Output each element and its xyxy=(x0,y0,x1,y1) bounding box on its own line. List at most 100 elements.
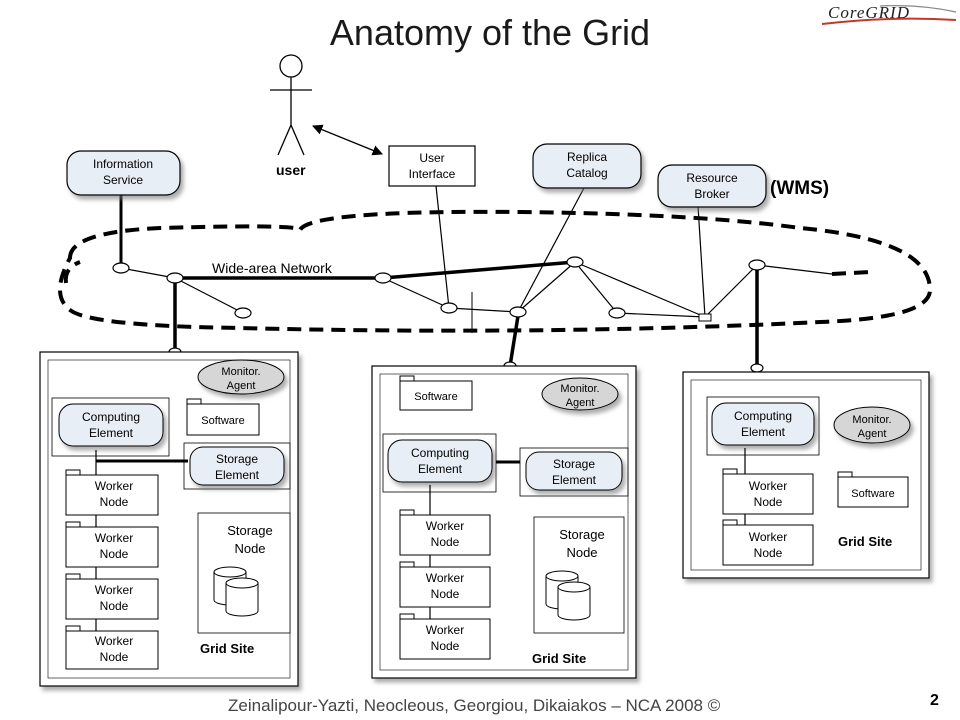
monitor-agent-1-line-2: Agent xyxy=(227,380,256,392)
storage-element-2-line-2: Element xyxy=(552,473,597,487)
computing-element-1-line-1: Computing xyxy=(82,410,140,424)
grid-site-1-label: Grid Site xyxy=(200,641,254,656)
user-arrow xyxy=(312,124,383,156)
worker-node-1-3-line-2: Node xyxy=(100,599,129,613)
computing-element-2-line-1: Computing xyxy=(411,446,469,460)
worker-node-1-2-line-2: Node xyxy=(100,547,129,561)
network-nodes xyxy=(112,256,766,373)
worker-node-2-2: Worker Node xyxy=(399,561,491,608)
network-node xyxy=(509,306,527,318)
user-label: user xyxy=(276,162,306,178)
network-node xyxy=(440,302,458,314)
worker-node-1-3: Worker Node xyxy=(65,573,159,620)
worker-node-3-1-line-2: Node xyxy=(754,495,783,509)
slide-footer: Zeinalipour-Yazti, Neocleous, Georgiou, … xyxy=(0,692,960,720)
grid-site-3-label: Grid Site xyxy=(838,534,892,549)
network-cloud xyxy=(58,209,933,333)
network-node xyxy=(234,307,252,319)
monitor-agent-3-line-1: Monitor. xyxy=(852,414,891,426)
slide-title: Anatomy of the Grid xyxy=(329,12,651,53)
wms-label: (WMS) xyxy=(770,178,829,199)
network-inner-dash-right xyxy=(831,270,871,276)
network-node-square xyxy=(698,313,712,322)
monitor-agent-2-line-2: Agent xyxy=(566,397,595,409)
worker-node-1-4-line-2: Node xyxy=(100,650,129,664)
user-figure xyxy=(270,54,312,156)
worker-node-2-1-line-2: Node xyxy=(431,535,460,549)
network-node xyxy=(566,256,584,268)
storage-element-1-line-2: Element xyxy=(215,468,260,482)
worker-node-1-4: Worker Node xyxy=(65,625,159,670)
storage-element-1-line-1: Storage xyxy=(216,452,258,466)
logo-text: CoreGRID xyxy=(828,3,910,22)
network-node xyxy=(374,272,392,284)
grid-site-3: Computing Element Monitor. Agent Softwar… xyxy=(682,371,930,579)
user-interface-line-2: Interface xyxy=(409,167,456,181)
information-service-line-1: Information xyxy=(93,157,153,171)
worker-node-3-2: Worker Node xyxy=(722,519,814,566)
resource-broker: Resource Broker xyxy=(657,164,767,208)
monitor-agent-1: Monitor. Agent xyxy=(197,359,285,395)
storage-node-1-line-2: Node xyxy=(234,541,265,556)
replica-catalog-line-1: Replica xyxy=(567,150,607,164)
worker-node-2-3: Worker Node xyxy=(399,613,491,660)
grid-site-2: Software Monitor. Agent Computing Elemen… xyxy=(371,365,637,679)
storage-node-2-line-1: Storage xyxy=(559,527,605,542)
network-links xyxy=(119,185,833,368)
software-3-label: Software xyxy=(851,488,894,500)
network-node xyxy=(608,307,626,319)
information-service-line-2: Service xyxy=(103,173,143,187)
network-node xyxy=(112,262,130,274)
worker-node-1-2-line-1: Worker xyxy=(95,531,133,545)
worker-node-1-1: Worker Node xyxy=(65,469,159,516)
worker-node-1-2: Worker Node xyxy=(65,521,159,568)
storage-element-1: Storage Element xyxy=(189,446,285,486)
network-node xyxy=(750,363,764,373)
resource-broker-line-2: Broker xyxy=(694,187,729,201)
worker-node-1-1-line-2: Node xyxy=(100,495,129,509)
replica-catalog-line-2: Catalog xyxy=(566,166,607,180)
worker-node-2-1-line-1: Worker xyxy=(426,519,464,533)
user-interface-line-1: User xyxy=(419,151,444,165)
resource-broker-line-1: Resource xyxy=(686,171,738,185)
computing-element-1: Computing Element xyxy=(58,403,164,447)
footer-authors: Zeinalipour-Yazti, Neocleous, Georgiou, … xyxy=(228,696,721,715)
disk-icon xyxy=(545,570,591,621)
worker-node-3-1: Worker Node xyxy=(722,468,814,515)
computing-element-1-line-2: Element xyxy=(89,426,134,440)
page-number: 2 xyxy=(930,692,939,709)
worker-node-3-2-line-1: Worker xyxy=(749,530,787,544)
software-1-label: Software xyxy=(201,415,244,427)
network-node xyxy=(748,259,766,271)
worker-node-3-2-line-2: Node xyxy=(754,546,783,560)
user-interface: User Interface xyxy=(388,145,476,187)
software-2-label: Software xyxy=(414,391,457,403)
storage-node-2: Storage Node xyxy=(533,516,625,634)
computing-element-3-line-2: Element xyxy=(741,425,786,439)
worker-node-2-3-line-2: Node xyxy=(431,639,460,653)
coregrid-logo: CoreGRID xyxy=(820,2,960,28)
computing-element-2: Computing Element xyxy=(387,439,493,483)
information-service: Information Service xyxy=(66,150,181,196)
storage-element-2: Storage Element xyxy=(525,451,623,491)
worker-node-2-1: Worker Node xyxy=(399,509,491,556)
network-node xyxy=(166,272,184,284)
worker-node-1-3-line-1: Worker xyxy=(95,583,133,597)
grid-site-2-label: Grid Site xyxy=(532,651,586,666)
software-2: Software xyxy=(399,375,473,411)
monitor-agent-1-line-1: Monitor. xyxy=(221,366,260,378)
software-3: Software xyxy=(837,471,909,508)
software-1: Software xyxy=(186,398,260,436)
storage-node-2-line-2: Node xyxy=(566,545,597,560)
computing-element-2-line-2: Element xyxy=(418,462,463,476)
worker-node-3-1-line-1: Worker xyxy=(749,479,787,493)
monitor-agent-2: Monitor. Agent xyxy=(541,377,619,411)
monitor-agent-3: Monitor. Agent xyxy=(833,406,911,444)
storage-element-2-line-1: Storage xyxy=(553,457,595,471)
storage-node-1: Storage Node xyxy=(197,512,291,634)
worker-node-1-1-line-1: Worker xyxy=(95,479,133,493)
disk-icon xyxy=(213,566,259,617)
logo-swoosh xyxy=(821,5,957,25)
storage-node-1-line-1: Storage xyxy=(227,523,273,538)
